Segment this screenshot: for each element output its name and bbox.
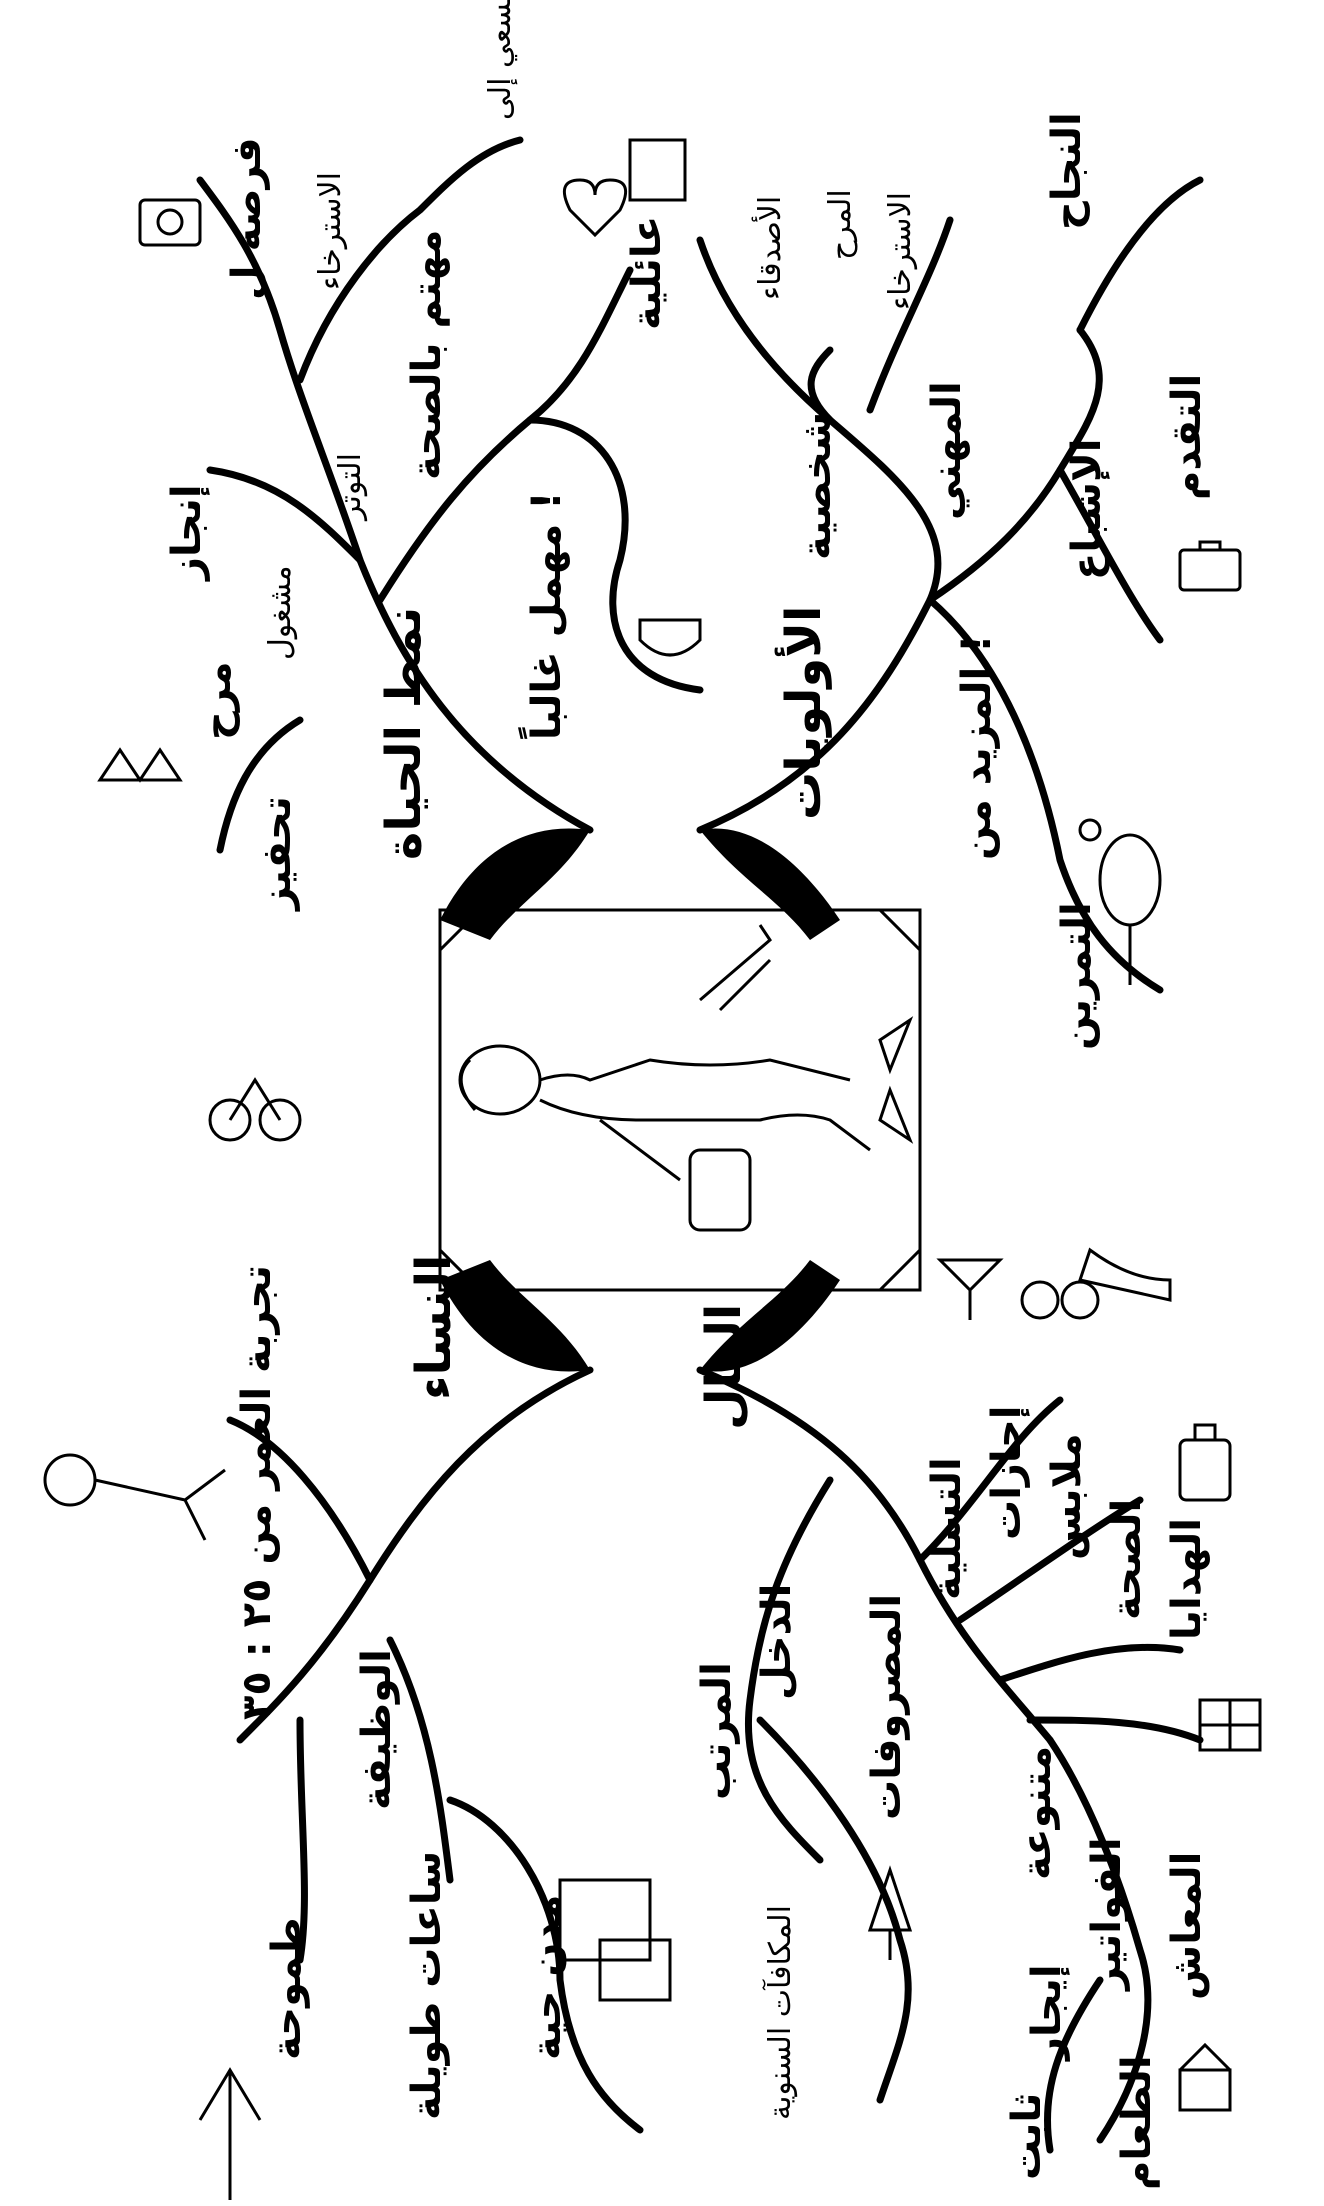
label-career: المهني	[924, 381, 970, 520]
label-ambitious: طموحة	[264, 1917, 310, 2060]
buildings-icon	[560, 1880, 670, 2000]
label-clothes: ملابس	[1044, 1433, 1090, 1560]
perfume-icon	[1180, 1425, 1230, 1500]
label-personality: شخصية	[794, 412, 840, 560]
label-achievement: إنجاز	[164, 484, 210, 582]
heart-icon	[564, 180, 625, 235]
label-often-neglected: مهمل غالباً !	[517, 492, 570, 741]
label-pension: المعاش	[1164, 1852, 1210, 2000]
label-rent: إيجار	[1024, 1964, 1070, 2062]
label-more: المزيد من !	[954, 635, 1000, 860]
label-lifestyle: نمط الحياة	[376, 607, 432, 860]
label-annual-bonus: المكافآت السنوية	[762, 1905, 798, 2120]
label-various: متنوعة	[1014, 1746, 1060, 1880]
label-age-range: تجربة العمر من ٢٥ : ٣٥	[234, 1265, 280, 1720]
label-gifts: الهدايا	[1164, 1518, 1210, 1640]
label-food: الطعام	[1114, 2055, 1160, 2190]
label-exercise: التمرين	[1054, 902, 1100, 1050]
label-relax-p: الاسترخاء	[883, 192, 918, 310]
label-priorities: الأولويات	[774, 606, 832, 820]
label-fixed: ثابت	[1004, 2093, 1050, 2180]
label-stimulation: تحفيز	[254, 796, 300, 912]
cyclist-icon	[210, 1080, 300, 1140]
center-picture	[440, 910, 920, 1290]
label-income: الدخل	[754, 1584, 800, 1700]
label-relaxation: الاسترخاء	[313, 172, 348, 290]
briefcase-icon	[1180, 542, 1240, 590]
camera-icon	[140, 200, 200, 245]
label-fun: مرح	[194, 662, 240, 740]
label-health: الصحة	[1104, 1499, 1150, 1620]
arrow-up-icon	[200, 2070, 260, 2200]
label-money: المال	[696, 1304, 752, 1430]
label-satisfaction: الإشباع	[1064, 438, 1110, 580]
label-quest-for: السعي إلى	[483, 0, 518, 120]
label-friends: الأصدقاء	[750, 196, 788, 300]
label-progress: التقدم	[1164, 374, 1210, 500]
jester-icon	[100, 750, 180, 780]
label-stress: التوتر	[333, 453, 368, 522]
label-health-focused: مهتم بالصحة	[404, 230, 450, 480]
label-salary: المرتب	[694, 1662, 740, 1800]
house-icon	[1180, 2045, 1230, 2110]
gift-icon	[1200, 1700, 1260, 1750]
label-chance-for: فرصة ل	[224, 137, 270, 300]
label-fun-p: المرح	[823, 189, 858, 260]
label-family: عائلية	[624, 216, 670, 330]
label-entertainment: التسلية	[924, 1457, 970, 1600]
label-job: الوظيفة	[354, 1649, 400, 1810]
label-holidays: إجازات	[984, 1406, 1030, 1541]
picture-frame-icon	[630, 140, 685, 200]
label-bills: الفواتير	[1084, 1837, 1130, 1992]
cocktail-icon	[940, 1260, 1000, 1320]
glasses-icon	[1022, 1282, 1098, 1318]
label-busy: مشغول	[263, 565, 298, 660]
label-long-hours: ساعات طويلة	[404, 1851, 450, 2120]
label-success: النجاح	[1044, 112, 1090, 230]
bathtub-icon	[640, 620, 700, 655]
label-expenses: المصروفات	[864, 1594, 910, 1820]
woman-icon	[45, 1455, 225, 1540]
label-big-cities: مدن حية	[524, 1895, 570, 2060]
shoe-icon	[1080, 1250, 1170, 1300]
label-women: النساء	[406, 1255, 462, 1400]
